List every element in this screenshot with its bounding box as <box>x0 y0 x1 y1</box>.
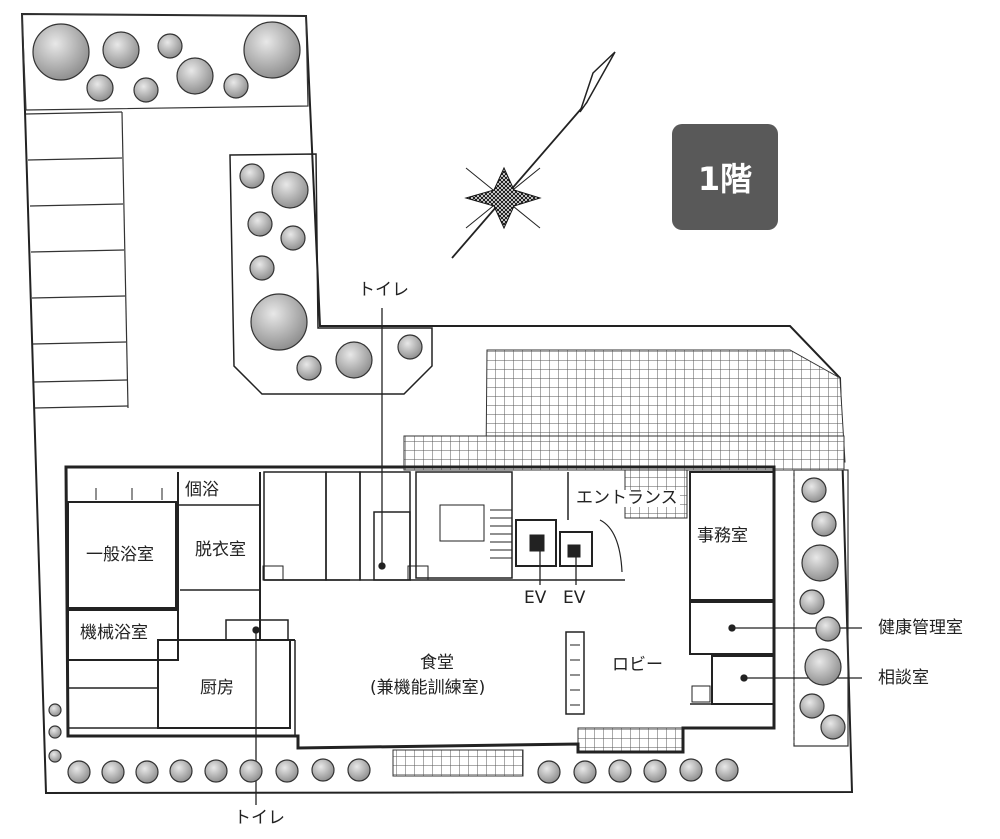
room-label-general-bath: 一般浴室 <box>86 545 154 565</box>
callout-health-room: 健康管理室 <box>878 618 963 638</box>
callout-elevator-1: EV <box>524 588 547 608</box>
callout-elevator-2: EV <box>563 588 586 608</box>
room-label-kitchen: 厨房 <box>200 678 234 698</box>
paved-terrace <box>392 349 846 777</box>
room-label-dining: 食堂 <box>420 653 454 673</box>
room-label-lobby: ロビー <box>612 655 663 675</box>
compass-rose <box>451 51 616 259</box>
room-label-dining-sub: (兼機能訓練室) <box>370 678 486 698</box>
callout-toilet-top: トイレ <box>358 280 409 300</box>
room-label-machine-bath: 機械浴室 <box>80 623 148 643</box>
building <box>64 465 776 754</box>
callout-toilet-bottom: トイレ <box>234 808 285 828</box>
callout-consultation-room: 相談室 <box>878 668 929 688</box>
room-label-entrance: エントランス <box>574 488 680 508</box>
planting-bed-l <box>229 153 433 395</box>
site-boundary <box>20 12 854 795</box>
room-label-dressing-room: 脱衣室 <box>195 540 246 560</box>
room-label-office: 事務室 <box>697 526 748 546</box>
parking-lot <box>25 111 129 409</box>
planting-strip-top <box>21 13 309 111</box>
floor-badge: 1階 <box>672 124 778 230</box>
room-label-private-bath: 個浴 <box>183 480 221 500</box>
trees <box>32 21 846 784</box>
